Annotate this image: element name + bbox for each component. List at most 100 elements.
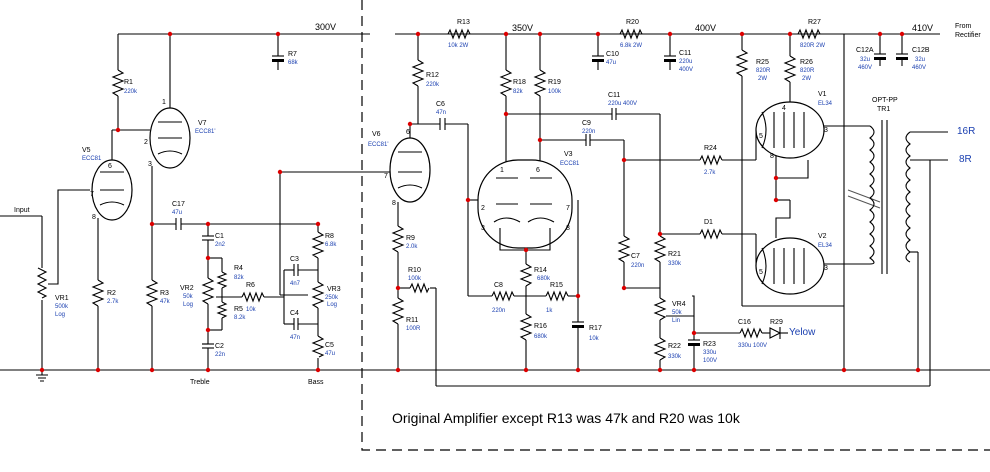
v6-pin-8: 8 bbox=[392, 200, 396, 207]
junction-dot bbox=[205, 327, 211, 333]
r4-ref: R4 bbox=[234, 265, 243, 272]
r29-ref: C16 bbox=[738, 319, 751, 326]
v3-pin-3: 3 bbox=[481, 225, 485, 232]
r4-value: 82k bbox=[234, 275, 245, 281]
rail-400v-label: 400V bbox=[695, 23, 716, 33]
vr1-value: 500k bbox=[55, 304, 69, 310]
v1-pin-5: 5 bbox=[759, 133, 763, 140]
r8-ref: C5 bbox=[325, 342, 334, 349]
r10-ref: R10 bbox=[408, 267, 421, 274]
c11-value-1: 220u bbox=[679, 59, 692, 65]
v1-pin-4: 4 bbox=[782, 105, 786, 112]
v7-type: ECC81' bbox=[195, 129, 216, 135]
junction-dot bbox=[95, 367, 101, 373]
junction-dot bbox=[667, 31, 673, 37]
r8-value: 47u bbox=[325, 351, 335, 357]
c17-ref: C17 bbox=[172, 201, 185, 208]
c4-value: 47n bbox=[290, 335, 300, 341]
junction-dot bbox=[275, 31, 281, 37]
output-stage: R24 2.7k D1 R25 820R 2W R26 820R 2W R27 … bbox=[624, 19, 975, 370]
r14-value: 220n bbox=[492, 308, 505, 314]
r26-value-1: 820R bbox=[756, 68, 771, 74]
r6-value: 10k bbox=[246, 307, 257, 313]
junction-dot bbox=[773, 197, 779, 203]
junction-dot bbox=[167, 31, 173, 37]
c12b-value-1: 32u bbox=[915, 57, 925, 63]
c3-value: 4n7 bbox=[290, 281, 301, 287]
v6-stage: R12 220k V6 ECC81' 6 7 8 C6 47n R9 2.0k … bbox=[368, 34, 931, 387]
junction-dot bbox=[115, 127, 121, 133]
junction-dot bbox=[149, 221, 155, 227]
junction-dot bbox=[621, 157, 627, 163]
r12-value: 220k bbox=[426, 82, 440, 88]
c8-value: 220n bbox=[582, 129, 595, 135]
from-rectifier-label-2: Rectifier bbox=[955, 32, 981, 39]
c2-ref: C2 bbox=[215, 343, 224, 350]
r9-value: 2.0k bbox=[406, 244, 418, 250]
r25-value: 2.7k bbox=[704, 170, 716, 176]
r25-ref: R24 bbox=[704, 145, 717, 152]
v5-pin-8: 8 bbox=[92, 214, 96, 221]
v7-pin-2: 2 bbox=[144, 139, 148, 146]
yelow-label: Yelow bbox=[789, 327, 816, 338]
opt-ref: OPT-PP bbox=[872, 97, 898, 104]
d1-ref: R29 bbox=[770, 319, 783, 326]
r2-ref: R2 bbox=[107, 290, 116, 297]
r6-ref: R6 bbox=[246, 282, 255, 289]
c11-value-2: 400V bbox=[679, 67, 693, 73]
junction-dot bbox=[537, 137, 543, 143]
schematic-caption: Original Amplifier except R13 was 47k an… bbox=[392, 410, 741, 426]
r20-ref: R20 bbox=[626, 19, 639, 26]
r26-ref: R25 bbox=[756, 59, 769, 66]
tube-v3 bbox=[477, 159, 573, 249]
c7-value: 10k bbox=[589, 336, 600, 342]
vr4-ref: VR4 bbox=[672, 301, 686, 308]
supply-filter: C10 47u R20 6.8k 2W C11 220u 400V bbox=[592, 19, 693, 73]
c12b-ref: C12B bbox=[912, 47, 930, 54]
vr4-value: 50k bbox=[672, 310, 683, 316]
c16-value-1: 330u bbox=[703, 350, 716, 356]
tone-stack: C1 2n2 VR2 50k Log R4 82k R5 8.2k C2 22n… bbox=[180, 171, 392, 386]
c10-ref: C10 bbox=[606, 51, 619, 58]
junction-dots bbox=[39, 31, 921, 373]
junction-dot bbox=[657, 367, 663, 373]
c7-ref: R17 bbox=[589, 325, 602, 332]
c9-value: 220u 400V bbox=[608, 101, 637, 107]
junction-dot bbox=[523, 247, 529, 253]
v3-pin-1: 1 bbox=[500, 167, 504, 174]
vr3-ref: VR3 bbox=[327, 286, 341, 293]
from-rectifier-label-1: From bbox=[955, 23, 972, 30]
r2-value: 2.7k bbox=[107, 299, 119, 305]
junction-dot bbox=[537, 31, 543, 37]
c3-ref: C3 bbox=[290, 256, 299, 263]
r1-ref: R1 bbox=[124, 79, 133, 86]
vr2-ref: VR2 bbox=[180, 285, 194, 292]
c9-ref: C11 bbox=[608, 92, 620, 99]
v6-pin-6: 6 bbox=[406, 129, 410, 136]
c5-value: 68k bbox=[288, 60, 299, 66]
v3-pin-7: 7 bbox=[566, 205, 570, 212]
v1-ref: V1 bbox=[818, 91, 827, 98]
r10-value: 100k bbox=[408, 276, 422, 282]
junction-dot bbox=[415, 31, 421, 37]
r17-value: 680k bbox=[534, 334, 548, 340]
r24-ref: D1 bbox=[704, 219, 713, 226]
v6-pin-7: 7 bbox=[384, 173, 388, 180]
junction-dot bbox=[315, 367, 321, 373]
v7-pin-3: 3 bbox=[148, 161, 152, 168]
junction-dot bbox=[773, 175, 779, 181]
tube-v2 bbox=[755, 237, 825, 295]
v1-pin-8: 8 bbox=[770, 153, 774, 160]
r5-ref: R5 bbox=[234, 306, 243, 313]
v3-type: ECC81 bbox=[560, 161, 580, 167]
junction-dot bbox=[739, 31, 745, 37]
r13-resistor: R13 10k 2W bbox=[447, 19, 471, 49]
output-transformer: OPT-PP TR1 bbox=[869, 97, 948, 370]
v2-type: EL34 bbox=[818, 243, 833, 249]
junction-dot bbox=[39, 367, 45, 373]
r5-value: 8.2k bbox=[234, 315, 246, 321]
tube-v6 bbox=[389, 137, 431, 203]
junction-dot bbox=[575, 367, 581, 373]
